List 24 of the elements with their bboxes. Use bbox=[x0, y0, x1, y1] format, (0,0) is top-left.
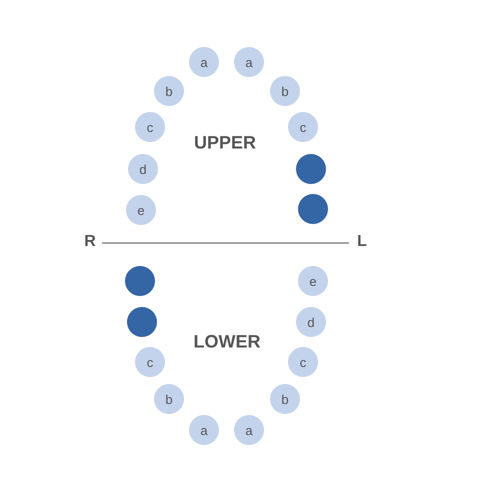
tooth-circle: b bbox=[270, 384, 300, 414]
jaw-label: UPPER bbox=[194, 132, 256, 154]
tooth-circle: b bbox=[154, 384, 184, 414]
tooth-circle: e bbox=[298, 266, 328, 296]
tooth-circle: c bbox=[135, 112, 165, 142]
marked-tooth-circle bbox=[298, 194, 328, 224]
marked-tooth-circle bbox=[296, 154, 326, 184]
side-label: L bbox=[357, 233, 367, 251]
marked-tooth-circle bbox=[125, 266, 155, 296]
tooth-circle: c bbox=[288, 347, 318, 377]
tooth-circle: a bbox=[234, 47, 264, 77]
tooth-circle: a bbox=[189, 415, 219, 445]
tooth-circle: e bbox=[126, 195, 156, 225]
tooth-circle: d bbox=[128, 154, 158, 184]
tooth-circle: b bbox=[270, 76, 300, 106]
tooth-circle: c bbox=[288, 112, 318, 142]
jaw-label: LOWER bbox=[194, 332, 260, 352]
tooth-circle: a bbox=[234, 415, 264, 445]
marked-tooth-circle bbox=[127, 307, 157, 337]
tooth-circle: c bbox=[135, 347, 165, 377]
tooth-circle: b bbox=[154, 76, 184, 106]
tooth-circle: d bbox=[296, 307, 326, 337]
side-label: R bbox=[84, 233, 96, 251]
tooth-circle: a bbox=[189, 47, 219, 77]
